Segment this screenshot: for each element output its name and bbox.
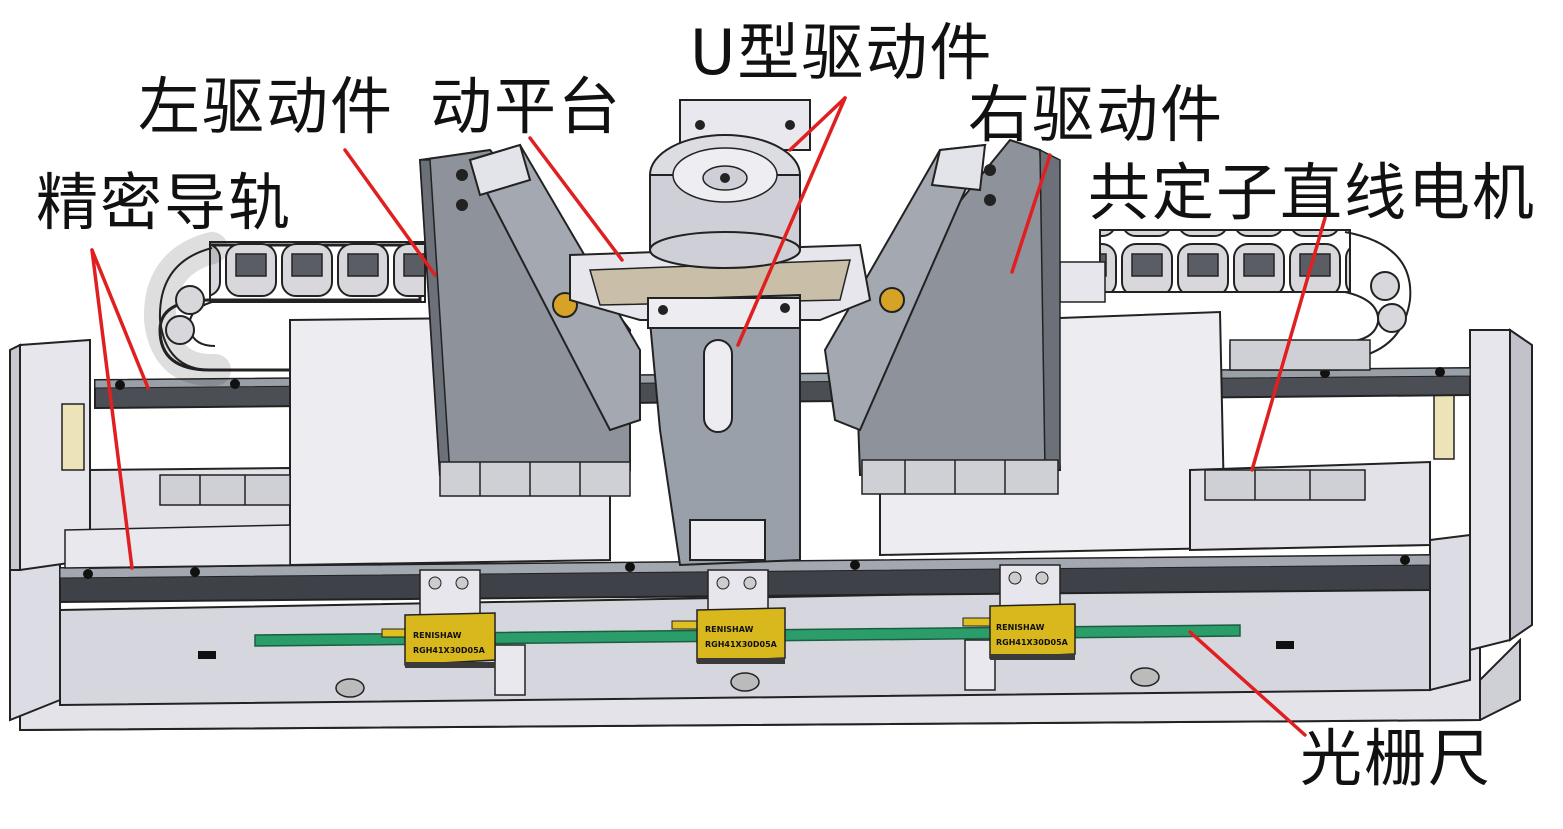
read-head-1 xyxy=(381,569,496,668)
leader-left-drive xyxy=(343,148,437,277)
read-head-2-model: RGH41X30D05A xyxy=(705,640,778,649)
grating-scale-label: 光栅尺 xyxy=(1300,722,1493,795)
read-head-3-brand: RENISHAW xyxy=(996,623,1045,632)
u-drive xyxy=(646,293,801,567)
leader-right-drive xyxy=(1010,153,1052,274)
leader-linear-motor xyxy=(1250,216,1327,472)
precision-guide-label: 精密导轨 xyxy=(36,166,293,239)
read-head-2 xyxy=(671,569,786,664)
moving-platform-label: 动平台 xyxy=(430,70,623,143)
left-drive xyxy=(418,143,641,497)
leader-u-drive-2 xyxy=(736,96,847,347)
right-drive-label: 右驱动件 xyxy=(968,78,1225,151)
leader-u-drive-1 xyxy=(788,96,847,152)
leader-guide-back xyxy=(90,248,150,390)
read-head-1-model: RGH41X30D05A xyxy=(413,646,486,655)
read-head-1-brand: RENISHAW xyxy=(413,631,462,640)
leader-moving-platform xyxy=(528,136,624,262)
leader-lines xyxy=(90,96,1327,737)
right-drive xyxy=(823,138,1062,495)
leader-guide-front xyxy=(90,248,134,570)
read-head-3 xyxy=(962,564,1076,660)
read-head-3-model: RGH41X30D05A xyxy=(996,638,1069,647)
u-drive-label: U型驱动件 xyxy=(690,16,994,89)
linear-motor-label: 共定子直线电机 xyxy=(1088,156,1537,229)
leader-grating-scale xyxy=(1188,630,1307,737)
read-head-2-brand: RENISHAW xyxy=(705,625,754,634)
cable-chain-left xyxy=(143,232,426,387)
left-drive-label: 左驱动件 xyxy=(138,70,395,143)
